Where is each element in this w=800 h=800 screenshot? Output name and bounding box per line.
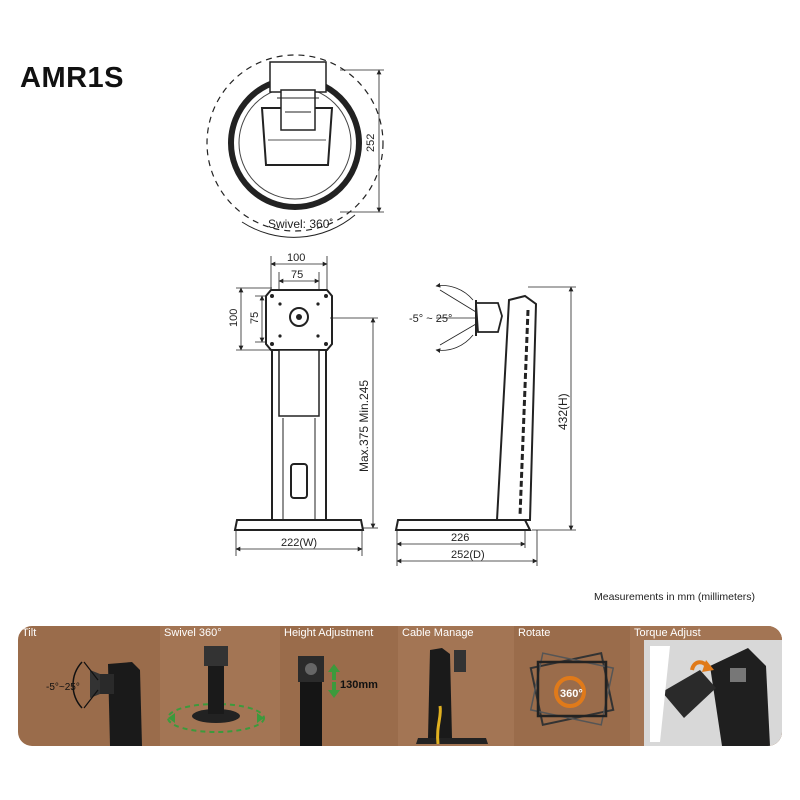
feature-swivel: Swivel 360° — [160, 626, 280, 746]
total-depth-label: 252(D) — [451, 549, 485, 561]
torque-illustration — [644, 640, 782, 746]
tilt-hinge-top — [280, 89, 316, 131]
swivel-illustration — [167, 646, 265, 733]
swivel-label: Swivel: 360˚ — [268, 217, 333, 231]
feature-tilt-label: Tilt — [22, 627, 37, 639]
height-illustration: 130mm — [298, 656, 378, 746]
height-range-label: Max.375 Min.245 — [357, 380, 371, 472]
height-travel-text: 130mm — [340, 679, 378, 691]
vesa-outer-width-label: 100 — [287, 252, 305, 264]
feature-rotate-label: Rotate — [518, 627, 551, 639]
top-view: 252 Swivel: 360˚ — [206, 54, 384, 238]
side-tilt-hinge — [475, 302, 503, 333]
feature-strip: -5°~25° Tilt Swivel 360° 130mm Height Ad… — [18, 626, 782, 746]
front-base — [233, 519, 365, 531]
tilt-knob — [289, 307, 309, 327]
feature-height: 130mm Height Adjustment — [280, 626, 398, 746]
product-model-title: AMR1S — [20, 62, 125, 94]
vesa-plate-top — [269, 61, 327, 93]
units-note: Measurements in mm (millimeters) — [594, 591, 756, 603]
feature-rotate: 360° Rotate — [514, 626, 630, 746]
side-base — [394, 519, 532, 531]
swivel-range-circle — [206, 54, 384, 232]
rotate-illustration: 360° — [529, 651, 615, 727]
vesa-inner-height-label: 75 — [249, 312, 261, 324]
side-height-label: 432(H) — [556, 393, 570, 430]
tilt-range-label: -5° ~ 25° — [409, 313, 452, 325]
feature-swivel-label: Swivel 360° — [164, 627, 222, 639]
side-view: -5° ~ 25° 432(H) 226 252(D) — [394, 282, 576, 566]
tilt-range-text: -5°~25° — [46, 682, 80, 693]
feature-cable-label: Cable Manage — [402, 627, 474, 639]
rotate-degree-text: 360° — [560, 688, 583, 700]
feature-tilt: -5°~25° Tilt — [18, 626, 160, 746]
base-width-label: 222(W) — [281, 537, 317, 549]
feature-height-label: Height Adjustment — [284, 627, 374, 639]
top-depth-label: 252 — [365, 134, 377, 152]
cable-illustration — [416, 648, 488, 745]
vesa-inner-width-label: 75 — [291, 269, 303, 281]
feature-torque: Torque Adjust — [630, 626, 782, 746]
cable-slot — [290, 463, 308, 499]
front-view: 100 75 100 75 Max.375 Min.245 — [228, 252, 378, 556]
feature-cable: Cable Manage — [398, 626, 514, 746]
technical-drawing: 252 Swivel: 360˚ 100 75 100 75 — [206, 54, 576, 566]
feature-torque-label: Torque Adjust — [634, 627, 701, 639]
vesa-outer-height-label: 100 — [228, 309, 240, 327]
side-column — [495, 294, 538, 521]
base-depth-label: 226 — [451, 532, 469, 544]
tilt-illustration: -5°~25° — [46, 661, 142, 746]
